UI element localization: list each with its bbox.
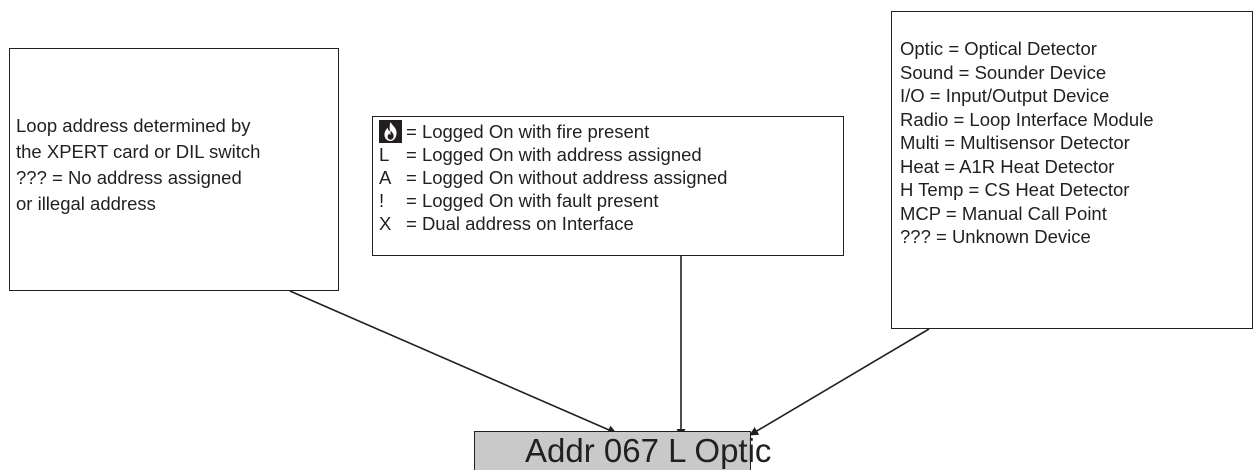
device-type-line: Heat = A1R Heat Detector bbox=[900, 155, 1115, 177]
status-symbol: X bbox=[379, 213, 392, 234]
address-legend-line: the XPERT card or DIL switch bbox=[16, 141, 261, 162]
device-display: Addr 067 L Optic bbox=[474, 431, 771, 470]
status-symbol: ! bbox=[379, 190, 385, 211]
device-type-legend-box: Optic = Optical Detector Sound = Sounder… bbox=[891, 11, 1253, 329]
device-type-line: Optic = Optical Detector bbox=[900, 38, 1097, 59]
status-legend-text: = Logged On with fault present bbox=[406, 190, 659, 211]
status-legend-box: = Logged On with fire present L = Logged… bbox=[372, 116, 844, 256]
device-type-line: I/O = Input/Output Device bbox=[900, 85, 1110, 106]
device-type-line: Sound = Sounder Device bbox=[900, 61, 1107, 83]
status-legend-text: = Dual address on Interface bbox=[406, 213, 634, 234]
status-symbol: A bbox=[379, 167, 392, 188]
status-legend-row-l: L = Logged On with address assigned bbox=[379, 143, 843, 166]
status-legend-text: = Logged On with fire present bbox=[406, 121, 650, 142]
status-legend-text: = Logged On with address assigned bbox=[406, 144, 702, 165]
device-display-text: Addr 067 L Optic bbox=[525, 432, 772, 469]
arrow-left-to-address bbox=[289, 290, 617, 434]
address-legend-line: ??? = No address assigned bbox=[16, 167, 242, 188]
status-symbol: L bbox=[379, 144, 390, 165]
status-legend-row-fault: ! = Logged On with fault present bbox=[379, 189, 843, 212]
status-legend-text: = Logged On without address assigned bbox=[406, 167, 728, 188]
status-legend-row-x: X = Dual address on Interface bbox=[379, 212, 843, 235]
status-legend-row-fire: = Logged On with fire present bbox=[379, 120, 843, 143]
arrow-right-to-device-type bbox=[749, 328, 930, 436]
device-type-line: H Temp = CS Heat Detector bbox=[900, 179, 1130, 200]
fire-icon bbox=[379, 120, 402, 143]
address-legend-line: Loop address determined by bbox=[16, 115, 251, 136]
status-legend-row-a: A = Logged On without address assigned bbox=[379, 166, 843, 189]
address-legend-line: or illegal address bbox=[16, 193, 156, 214]
device-type-line: Multi = Multisensor Detector bbox=[900, 132, 1130, 153]
address-legend-box: Loop address determined by the XPERT car… bbox=[9, 48, 339, 291]
device-type-line: ??? = Unknown Device bbox=[900, 226, 1091, 247]
device-type-line: Radio = Loop Interface Module bbox=[900, 108, 1154, 130]
device-type-line: MCP = Manual Call Point bbox=[900, 202, 1107, 224]
